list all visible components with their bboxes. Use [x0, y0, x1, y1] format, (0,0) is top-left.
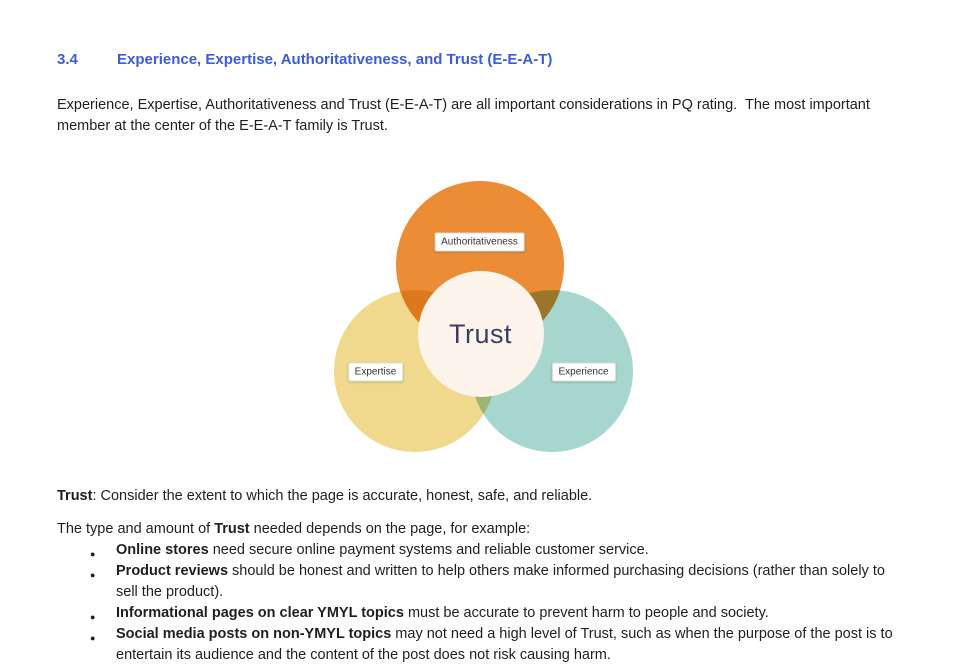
bullet-informational-pages-rest: must be accurate to prevent harm to peop… [403, 605, 769, 621]
expertise-label: Expertise [347, 362, 404, 382]
trust-amount-bold: Trust [214, 521, 250, 537]
bullet-online-stores-rest: need secure online payment systems and r… [208, 542, 649, 558]
section-heading: 3.4 Experience, Expertise, Authoritativen… [57, 50, 912, 69]
bullet-product-reviews: Product reviews should be honest and wri… [90, 561, 902, 603]
authoritativeness-label: Authoritativeness [434, 232, 525, 252]
diagram-area: Trust Authoritativeness Expertise Experi… [57, 181, 912, 453]
bullet-social-media-rest: may not need a high level of Trust, such… [116, 626, 893, 663]
bullet-informational-pages: Informational pages on clear YMYL topics… [90, 603, 902, 628]
bullet-online-stores: Online stores need secure online payment… [90, 540, 902, 565]
trust-circle: Trust [417, 271, 544, 397]
trust-amount-before: The type and amount of [57, 521, 215, 537]
section-title: Experience, Expertise, Authoritativeness… [117, 51, 553, 68]
bullet-social-media: Social media posts on non-YMYL topics ma… [90, 624, 902, 664]
bullet-online-stores-lead: Online stores [116, 542, 209, 558]
trust-definition-rest: : Consider the extent to which the page … [92, 488, 593, 504]
trust-definition-lead: Trust [57, 488, 93, 504]
trust-amount-line: The type and amount of Trust needed depe… [57, 519, 887, 540]
bullet-informational-pages-lead: Informational pages on clear YMYL topics [116, 605, 404, 621]
bullet-social-media-lead: Social media posts on non-YMYL topics [116, 626, 392, 642]
section-number: 3.4 [57, 51, 78, 68]
trust-examples-list: Online stores need secure online payment… [57, 540, 902, 664]
intro-paragraph: Experience, Expertise, Authoritativeness… [57, 97, 874, 134]
bullet-product-reviews-rest: should be honest and written to help oth… [116, 563, 885, 600]
trust-definition: Trust: Consider the extent to which the … [57, 486, 887, 507]
trust-center-label: Trust [449, 318, 512, 349]
eeat-venn-diagram: Trust Authoritativeness Expertise Experi… [333, 181, 635, 453]
trust-amount-after: needed depends on the page, for example: [249, 521, 531, 537]
experience-label: Experience [551, 362, 616, 382]
bullet-product-reviews-lead: Product reviews [116, 563, 229, 579]
